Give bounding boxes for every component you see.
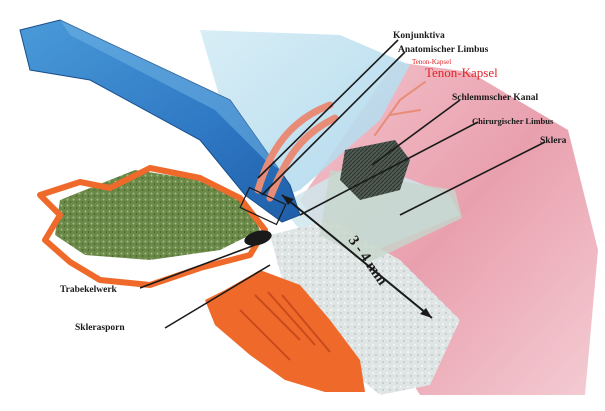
label-konjunktiva: Konjunktiva [393,31,445,41]
label-chirurgischer-limbus: Chirurgischer Limbus [472,116,554,126]
label-sklerasporn: Sklerasporn [75,323,125,333]
label-sklera: Sklera [540,136,567,146]
label-tenon-kapsel: Tenon-Kapsel [425,65,498,80]
label-trabekelwerk: Trabekelwerk [60,285,118,295]
label-anatomischer-limbus: Anatomischer Limbus [398,45,489,55]
label-schlemmscher-kanal: Schlemmscher Kanal [452,93,538,103]
